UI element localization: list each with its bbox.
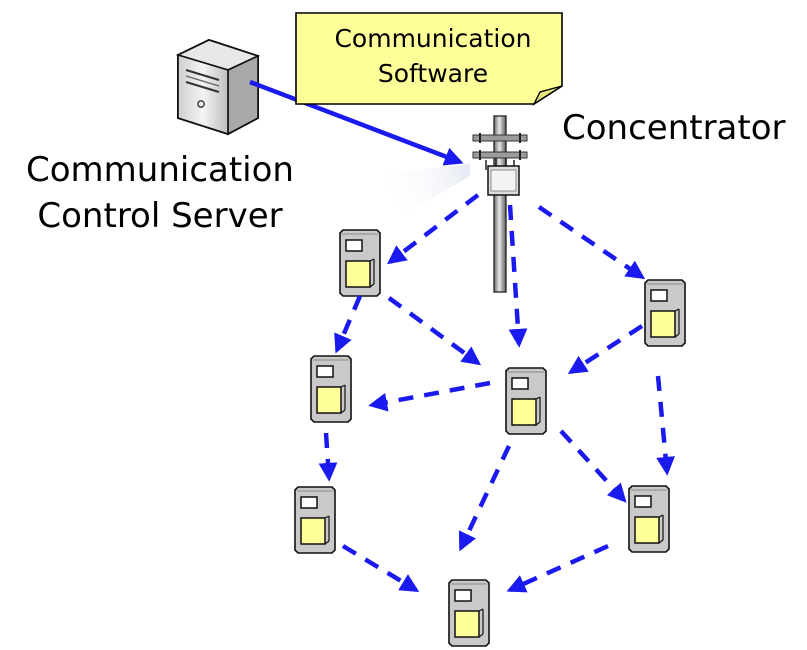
concentrator-label: Concentrator bbox=[562, 108, 786, 148]
mesh-arrows bbox=[318, 193, 675, 593]
note-line-1: Communication bbox=[334, 24, 531, 53]
meter-icon-4 bbox=[505, 367, 547, 435]
meter-icon-5 bbox=[294, 486, 336, 554]
arrow-meter4-meter3 bbox=[368, 380, 491, 412]
arrow-concentrator-meter1 bbox=[386, 193, 480, 265]
meter-icon-3 bbox=[310, 355, 352, 423]
arrow-meter3-meter5 bbox=[318, 432, 338, 482]
arrow-meter6-meter7 bbox=[506, 543, 609, 593]
meter-icon-6 bbox=[628, 485, 670, 553]
meter-icon-2 bbox=[644, 279, 686, 347]
arrow-concentrator-meter2 bbox=[537, 205, 646, 280]
software-note: Communication Software bbox=[295, 12, 563, 106]
signal-glow bbox=[376, 164, 470, 232]
server-tower-icon bbox=[175, 38, 261, 136]
meter-icon-1 bbox=[339, 229, 381, 297]
arrow-meter2-meter6 bbox=[655, 375, 675, 476]
utility-pole-icon bbox=[472, 115, 528, 293]
arrow-meter1-meter3 bbox=[334, 295, 363, 354]
meter-icon-7 bbox=[448, 579, 490, 647]
server-to-concentrator-arrow bbox=[249, 79, 464, 166]
arrow-meter1-meter4 bbox=[387, 296, 482, 366]
server-label-line-1: Communication bbox=[26, 150, 294, 190]
arrow-concentrator-meter4 bbox=[507, 204, 528, 348]
arrow-meter2-meter4 bbox=[567, 324, 644, 375]
arrow-meter5-meter7 bbox=[341, 544, 420, 592]
server-label-line-2: Control Server bbox=[37, 196, 282, 236]
note-line-2: Software bbox=[378, 59, 488, 88]
arrow-meter4-meter6 bbox=[559, 429, 627, 503]
arrow-meter4-meter7 bbox=[458, 445, 512, 552]
